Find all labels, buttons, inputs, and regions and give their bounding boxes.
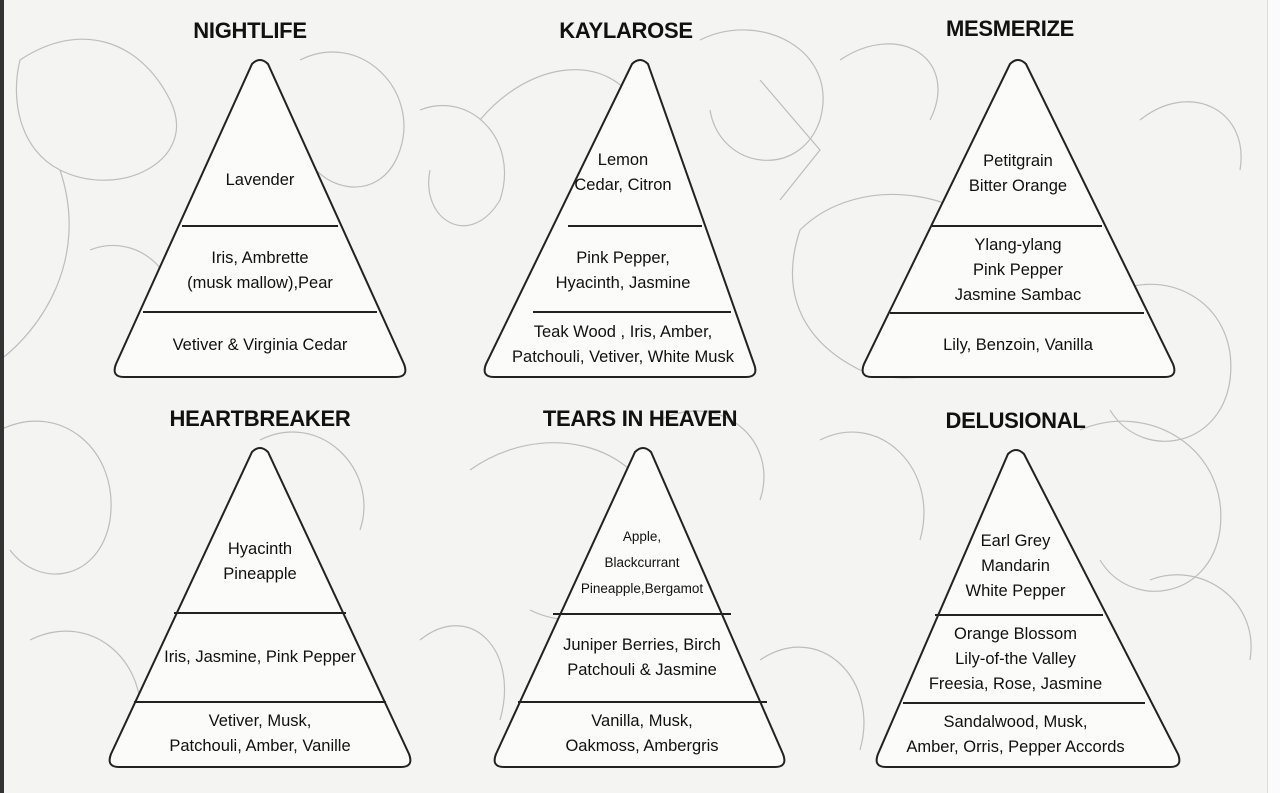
note-line: Lemon: [597, 151, 649, 169]
note-line: Patchouli & Jasmine: [567, 661, 717, 679]
fragrance-card-nightlife: NIGHTLIFE Lavender Iris, Ambrette (musk …: [100, 18, 420, 383]
note-line: Iris, Jasmine, Pink Pepper: [164, 648, 356, 666]
note-line: Apple,: [622, 529, 662, 544]
pyramid-outline: [108, 447, 412, 768]
heart-notes: Ylang-ylang Pink Pepper Jasmine Sambac: [858, 226, 1178, 314]
fragrance-card-heartbreaker: HEARTBREAKER Hyacinth Pineapple Iris, Ja…: [105, 406, 415, 776]
note-line: Teak Wood , Iris, Amber,: [533, 323, 713, 341]
photo-left-edge: [0, 0, 4, 793]
card-title: MESMERIZE: [945, 16, 1075, 41]
heart-notes: Pink Pepper, Hyacinth, Jasmine: [463, 228, 783, 314]
note-line: Pink Pepper,: [576, 249, 670, 267]
card-title: DELUSIONAL: [945, 408, 1086, 433]
heart-notes: Iris, Ambrette (musk mallow),Pear: [100, 228, 420, 314]
fragrance-card-kaylarose: KAYLAROSE Lemon Cedar, Citron Pink Peppe…: [480, 18, 800, 383]
note-line: Orange Blossom: [954, 624, 1077, 643]
photo-right-edge: [1267, 0, 1280, 793]
note-line: Vanilla, Musk,: [591, 712, 693, 730]
note-line: Vetiver & Virginia Cedar: [172, 335, 348, 354]
note-line: Earl Grey: [980, 532, 1051, 550]
note-line: Freesia, Rose, Jasmine: [928, 674, 1103, 693]
note-line: Amber, Orris, Pepper Accords: [906, 738, 1125, 756]
base-notes: Lily, Benzoin, Vanilla: [858, 314, 1178, 376]
note-line: White Pepper: [965, 582, 1066, 600]
note-line: Petitgrain: [983, 152, 1053, 170]
top-notes: Earl Grey Mandarin White Pepper: [858, 518, 1173, 615]
note-line: (musk mallow),Pear: [187, 274, 333, 292]
pyramid-outline: [493, 447, 786, 768]
note-line: Pineapple,Bergamot: [580, 581, 704, 596]
note-line: Lily-of-the Valley: [955, 649, 1076, 668]
note-line: Mandarin: [981, 557, 1050, 575]
base-notes: Teak Wood , Iris, Amber, Patchouli, Veti…: [463, 314, 783, 376]
fragrance-card-delusional: DELUSIONAL Earl Grey Mandarin White Pepp…: [870, 408, 1185, 778]
top-notes: Apple, Blackcurrant Pineapple,Bergamot: [487, 512, 797, 614]
note-line: Hyacinth, Jasmine: [555, 274, 691, 292]
note-line: Ylang-ylang: [974, 235, 1062, 254]
note-line: Iris, Ambrette: [211, 249, 309, 267]
top-notes: Lemon Cedar, Citron: [463, 118, 783, 228]
note-line: Hyacinth: [227, 539, 293, 558]
note-line: Blackcurrant: [604, 555, 680, 570]
note-line: Juniper Berries, Birch: [563, 636, 721, 654]
top-notes: Lavender: [100, 133, 420, 228]
base-notes: Vetiver & Virginia Cedar: [100, 314, 420, 376]
base-notes: Vanilla, Musk, Oakmoss, Ambergris: [487, 702, 797, 766]
heart-notes: Orange Blossom Lily-of-the Valley Freesi…: [858, 615, 1173, 703]
card-title: TEARS IN HEAVEN: [542, 406, 738, 431]
note-line: Pineapple: [223, 564, 297, 583]
note-line: Bitter Orange: [968, 177, 1068, 195]
note-line: Lily, Benzoin, Vanilla: [943, 335, 1093, 354]
top-notes: Hyacinth Pineapple: [105, 510, 415, 613]
card-title: KAYLAROSE: [559, 18, 693, 43]
base-notes: Sandalwood, Musk, Amber, Orris, Pepper A…: [858, 703, 1173, 767]
note-line: Cedar, Citron: [574, 176, 672, 194]
top-notes: Petitgrain Bitter Orange: [858, 122, 1178, 226]
note-line: Jasmine Sambac: [954, 285, 1082, 304]
base-notes: Vetiver, Musk, Patchouli, Amber, Vanille: [105, 702, 415, 766]
pyramid-outline: [861, 59, 1176, 378]
card-title: HEARTBREAKER: [169, 406, 351, 431]
fragrance-card-tears-in-heaven: TEARS IN HEAVEN Apple, Blackcurrant Pine…: [485, 406, 795, 776]
pyramid-outline: [113, 59, 407, 378]
note-line: Oakmoss, Ambergris: [565, 737, 719, 755]
pyramid-outline: [483, 59, 757, 378]
card-title: NIGHTLIFE: [193, 18, 307, 43]
note-line: Pink Pepper: [973, 260, 1063, 279]
heart-notes: Juniper Berries, Birch Patchouli & Jasmi…: [487, 614, 797, 702]
fragrance-card-mesmerize: MESMERIZE Petitgrain Bitter Orange Ylang…: [860, 16, 1180, 381]
heart-notes: Iris, Jasmine, Pink Pepper: [105, 613, 415, 702]
note-line: Sandalwood, Musk,: [943, 713, 1088, 731]
note-line: Lavender: [225, 171, 295, 189]
pyramid-outline: [875, 449, 1181, 768]
note-line: Vetiver, Musk,: [208, 712, 312, 730]
note-line: Patchouli, Vetiver, White Musk: [512, 348, 734, 366]
note-line: Patchouli, Amber, Vanille: [169, 737, 351, 755]
